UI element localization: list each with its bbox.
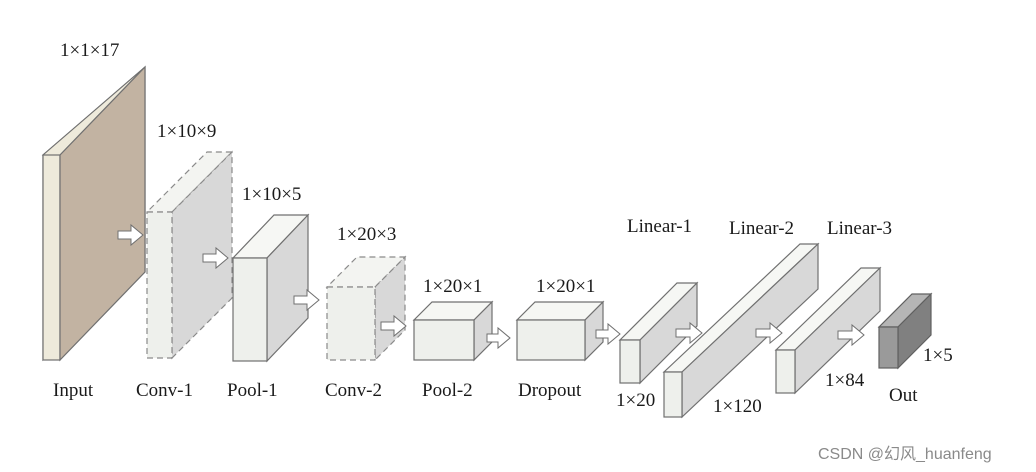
- arrow-icon: [117, 223, 144, 247]
- pool1-name-label: Pool-1: [227, 380, 278, 401]
- arrow-icon: [595, 322, 621, 346]
- conv1-name-label: Conv-1: [136, 380, 193, 401]
- linear1-layer-block: [618, 281, 699, 385]
- input-layer-block: [41, 65, 146, 362]
- conv2-layer-block: [325, 255, 407, 362]
- linear2-shape-label: 1×120: [713, 396, 762, 417]
- dropout-name-label: Dropout: [518, 380, 582, 401]
- linear2-name-label: Linear-2: [729, 218, 794, 239]
- pool1-layer-block: [231, 213, 310, 363]
- conv2-shape-label: 1×20×3: [337, 224, 396, 245]
- pool1-shape-label: 1×10×5: [242, 184, 301, 205]
- linear1-shape-label: 1×20: [616, 390, 655, 411]
- out-shape-label: 1×5: [923, 345, 953, 366]
- arrow-icon: [837, 323, 865, 347]
- arrow-icon: [380, 314, 407, 338]
- arrow-icon: [755, 321, 783, 345]
- arrow-icon: [293, 288, 320, 312]
- out-layer-block: [877, 292, 933, 370]
- conv1-shape-label: 1×10×9: [157, 121, 216, 142]
- pool2-name-label: Pool-2: [422, 380, 473, 401]
- out-name-label: Out: [889, 385, 918, 406]
- input-name-label: Input: [53, 380, 94, 401]
- linear1-name-label: Linear-1: [627, 216, 692, 237]
- arrow-icon: [675, 321, 703, 345]
- arrow-icon: [202, 246, 229, 270]
- conv2-name-label: Conv-2: [325, 380, 382, 401]
- linear3-shape-label: 1×84: [825, 370, 865, 391]
- dropout-shape-label: 1×20×1: [536, 276, 595, 297]
- conv1-layer-block: [145, 150, 234, 360]
- input-shape-label: 1×1×17: [60, 40, 119, 61]
- linear3-name-label: Linear-3: [827, 218, 892, 239]
- dropout-layer-block: [515, 300, 605, 362]
- flow-arrows: [117, 223, 865, 350]
- arrow-icon: [486, 326, 511, 350]
- watermark-text: CSDN @幻风_huanfeng: [818, 445, 992, 463]
- pool2-layer-block: [412, 300, 494, 362]
- pool2-shape-label: 1×20×1: [423, 276, 482, 297]
- linear2-layer-block: [662, 242, 820, 419]
